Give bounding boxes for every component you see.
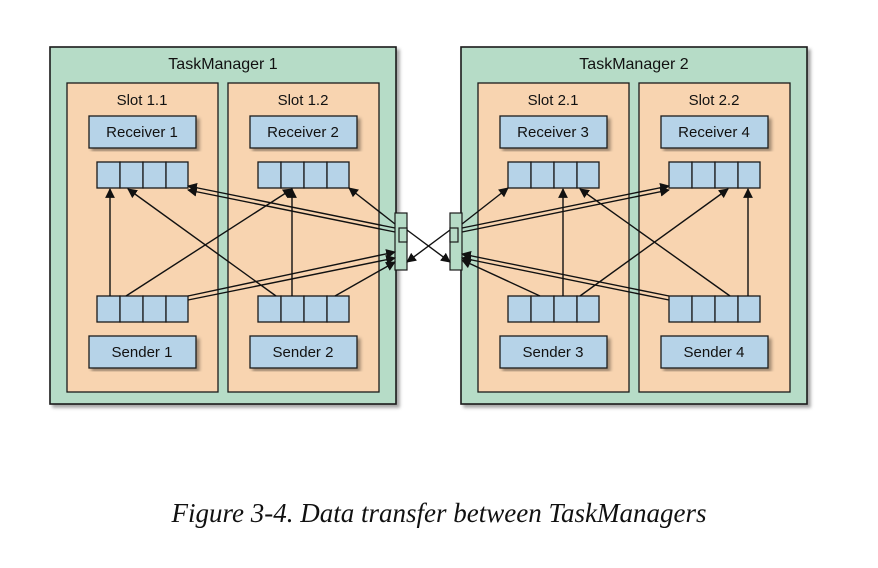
taskmanager-1: TaskManager 1 Slot 1.1 Receiver 1 Sender… [49, 46, 408, 405]
receiver-3-box [499, 115, 608, 149]
data-transfer-diagram: TaskManager 1 Slot 1.1 Receiver 1 Sender… [49, 46, 808, 405]
edge-sender3-network [461, 259, 541, 297]
sender-4-box [660, 335, 769, 369]
sender-3-box [499, 335, 608, 369]
sender-4-label: Sender 4 [684, 344, 745, 361]
receiver-4-buffer [668, 161, 761, 189]
receiver-2-buffer [257, 161, 350, 189]
slot-1-1: Slot 1.1 Receiver 1 Sender 1 [66, 82, 219, 393]
sender-2-label: Sender 2 [273, 344, 334, 361]
edge-network-receiver4-a [461, 182, 670, 229]
receiver-1-label: Receiver 1 [106, 124, 178, 141]
receiver-4-label: Receiver 4 [678, 124, 750, 141]
receiver-4-box [660, 115, 769, 149]
data-transfer-edges [105, 182, 753, 301]
edge-sender4-network-a [461, 250, 670, 297]
slot-label: Slot 1.2 [278, 92, 329, 109]
receiver-3-buffer [507, 161, 600, 189]
receiver-1-buffer [96, 161, 189, 189]
receiver-2-box [249, 115, 358, 149]
edge-sender1-network-b [187, 254, 396, 301]
sender-2-box [249, 335, 358, 369]
edge-sender2-network [334, 261, 396, 297]
edge-network-receiver1-b [187, 186, 396, 233]
network-port-tm1 [394, 212, 408, 271]
edge-network-receiver3 [461, 187, 509, 225]
edge-network-receiver4-b [461, 186, 670, 233]
receiver-2-label: Receiver 2 [267, 124, 339, 141]
taskmanager-2: TaskManager 2 Slot 2.1 Receiver 3 Sender… [449, 46, 808, 405]
edge-sender4-receiver3 [579, 188, 731, 297]
edge-tm2-to-tm1 [406, 229, 451, 263]
sender-3-buffer [507, 295, 600, 323]
slot-2-1: Slot 2.1 Receiver 3 Sender 3 [477, 82, 630, 393]
edge-network-receiver2 [348, 187, 396, 225]
sender-1-box [88, 335, 197, 369]
sender-1-buffer [96, 295, 189, 323]
edge-network-receiver1-a [187, 182, 396, 229]
network-port-tm2 [449, 212, 463, 271]
sender-2-buffer [257, 295, 350, 323]
edge-sender4-network-b [461, 254, 670, 301]
edge-sender2-receiver1 [127, 188, 277, 297]
slot-label: Slot 2.2 [689, 92, 740, 109]
taskmanager-1-label: TaskManager 1 [168, 56, 277, 73]
sender-3-label: Sender 3 [523, 344, 584, 361]
slot-label: Slot 2.1 [528, 92, 579, 109]
sender-4-buffer [668, 295, 761, 323]
slot-label: Slot 1.1 [117, 92, 168, 109]
edge-sender1-network-a [187, 249, 396, 297]
edge-sender1-receiver2 [125, 188, 293, 297]
receiver-3-label: Receiver 3 [517, 124, 589, 141]
taskmanager-2-label: TaskManager 2 [579, 56, 688, 73]
slot-1-2: Slot 1.2 Receiver 2 Sender 2 [227, 82, 380, 393]
sender-1-label: Sender 1 [112, 344, 173, 361]
figure-caption: Figure 3-4. Data transfer between TaskMa… [171, 498, 707, 528]
slot-2-2: Slot 2.2 Receiver 4 Sender 4 [638, 82, 791, 393]
receiver-1-box [88, 115, 197, 149]
